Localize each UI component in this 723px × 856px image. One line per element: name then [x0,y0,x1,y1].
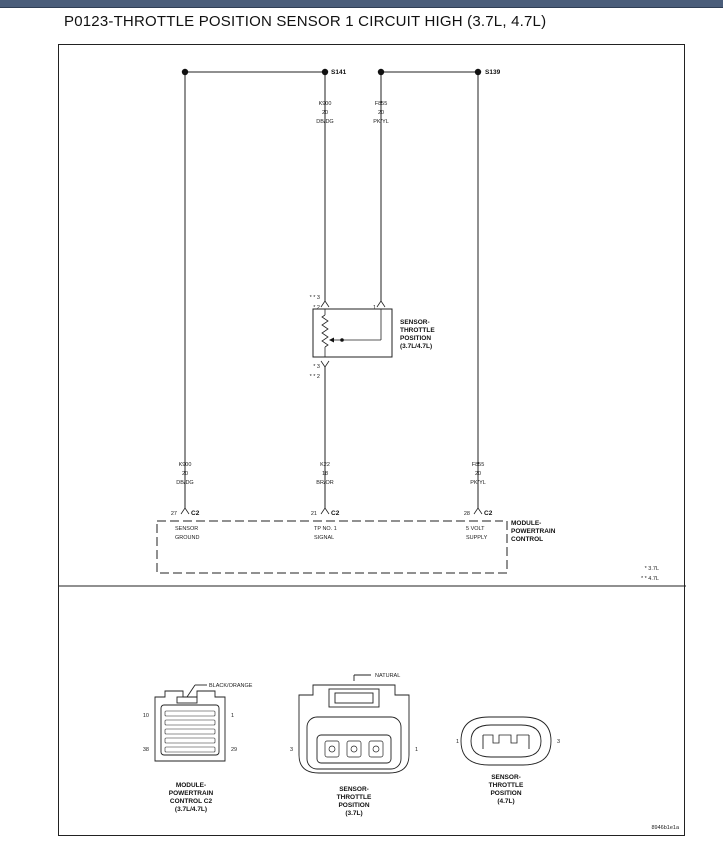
diagram-frame: S141 S139 K900 20 DB/DG F855 20 PK/YL * … [58,44,686,836]
svg-text:38: 38 [143,747,149,753]
svg-text:5 VOLT: 5 VOLT [466,526,485,532]
svg-text:1: 1 [415,747,418,753]
splice-label-s141: S141 [331,69,347,76]
svg-text:20: 20 [475,471,481,477]
svg-text:* 2: * 2 [313,305,320,311]
sensor-pin-labels: * * 3 * 2 1 * 3 * * 2 [310,295,376,380]
svg-text:THROTTLE: THROTTLE [400,327,435,334]
svg-text:POWERTRAIN: POWERTRAIN [511,528,556,535]
svg-text:SENSOR-: SENSOR- [339,786,369,793]
tps-47-connector-view [460,716,552,766]
svg-text:C2: C2 [331,510,340,517]
pcm-c2-callout: BLACK/ORANGE [209,683,253,689]
svg-text:3: 3 [557,739,560,745]
svg-text:1: 1 [373,305,376,311]
svg-text:CONTROL C2: CONTROL C2 [170,798,213,805]
tps-sensor-symbol [312,300,393,368]
splice-dot [377,68,385,76]
svg-text:SENSOR-: SENSOR- [400,319,430,326]
tps-37-connector-view [298,674,410,774]
tps-47-pin-numbers: 1 3 [456,739,560,745]
tps-37-pin-numbers: 3 1 [290,747,418,753]
svg-text:MODULE-: MODULE- [176,782,206,789]
svg-text:GROUND: GROUND [175,535,199,541]
svg-text:THROTTLE: THROTTLE [337,794,372,801]
svg-text:29: 29 [231,747,237,753]
svg-text:SENSOR: SENSOR [175,526,198,532]
top-bus-lines [184,71,479,508]
svg-text:20: 20 [378,110,384,116]
pcm-c2-pin-numbers: 10 1 38 29 [143,713,237,753]
svg-text:C2: C2 [484,510,493,517]
wire-label-f855-top: F855 20 PK/YL [373,101,389,125]
tps-37-label: SENSOR- THROTTLE POSITION (3.7L) [337,786,372,817]
splice-label-s139: S139 [485,69,501,76]
splice-dot-s141 [321,68,329,76]
svg-text:SUPPLY: SUPPLY [466,535,488,541]
svg-text:CONTROL: CONTROL [511,536,543,543]
svg-text:MODULE-: MODULE- [511,520,541,527]
wiring-diagram: S141 S139 K900 20 DB/DG F855 20 PK/YL * … [59,68,686,831]
svg-text:DB/DG: DB/DG [316,119,333,125]
wire-label-k900-bottom: K900 20 DB/DG [176,462,193,486]
wire-label-k22-bottom: K22 18 BR/OR [316,462,333,486]
svg-text:POWERTRAIN: POWERTRAIN [169,790,214,797]
window-title-bar [0,0,723,8]
svg-text:18: 18 [322,471,328,477]
pcm-pin-27: 27 C2 SENSOR GROUND [171,510,200,541]
wire-label-k900-top: K900 20 DB/DG [316,101,333,125]
tps-47-label: SENSOR- THROTTLE POSITION (4.7L) [489,774,524,805]
svg-text:POSITION: POSITION [400,335,431,342]
svg-text:F855: F855 [375,101,388,107]
pcm-module-outline [156,520,508,574]
svg-text:POSITION: POSITION [338,802,369,809]
wire-label-f855-bottom: F855 20 PK/YL [470,462,486,486]
svg-text:K22: K22 [320,462,330,468]
pcm-c2-label: MODULE- POWERTRAIN CONTROL C2 (3.7L/4.7L… [169,782,214,813]
svg-text:K900: K900 [179,462,192,468]
svg-text:TP NO. 1: TP NO. 1 [314,526,337,532]
tps-37-callout: NATURAL [375,673,400,679]
pcm-pin-28: 28 C2 5 VOLT SUPPLY [464,510,493,541]
svg-text:1: 1 [456,739,459,745]
svg-text:(3.7L): (3.7L) [345,810,362,817]
svg-text:C2: C2 [191,510,200,517]
svg-text:27: 27 [171,511,177,517]
svg-text:21: 21 [311,511,317,517]
svg-text:BR/OR: BR/OR [316,480,333,486]
pcm-pin-21: 21 C2 TP NO. 1 SIGNAL [311,510,340,541]
svg-text:PK/YL: PK/YL [470,480,486,486]
figure-id: 8946b1e1a [651,825,679,831]
splice-dot [181,68,189,76]
svg-text:K900: K900 [319,101,332,107]
svg-text:SENSOR-: SENSOR- [491,774,521,781]
svg-text:F855: F855 [472,462,485,468]
svg-text:(4.7L): (4.7L) [497,798,514,805]
svg-text:20: 20 [182,471,188,477]
pcm-label: MODULE- POWERTRAIN CONTROL [511,520,556,543]
svg-text:3: 3 [290,747,293,753]
page-title: P0123-THROTTLE POSITION SENSOR 1 CIRCUIT… [64,13,547,30]
pcm-pin-chevrons [180,507,483,515]
sensor-label: SENSOR- THROTTLE POSITION (3.7L/4.7L) [400,319,435,350]
svg-text:* * 3: * * 3 [310,295,320,301]
svg-text:* 3.7L: * 3.7L [645,566,659,572]
svg-text:SIGNAL: SIGNAL [314,535,334,541]
svg-text:28: 28 [464,511,470,517]
splice-dot-s139 [474,68,482,76]
svg-text:* * 2: * * 2 [310,374,320,380]
svg-text:1: 1 [231,713,234,719]
svg-text:(3.7L/4.7L): (3.7L/4.7L) [175,806,207,813]
svg-text:* 3: * 3 [313,364,320,370]
svg-text:THROTTLE: THROTTLE [489,782,524,789]
svg-text:POSITION: POSITION [490,790,521,797]
svg-text:10: 10 [143,713,149,719]
svg-text:DB/DG: DB/DG [176,480,193,486]
svg-text:20: 20 [322,110,328,116]
svg-text:* * 4.7L: * * 4.7L [641,576,659,582]
svg-text:(3.7L/4.7L): (3.7L/4.7L) [400,343,432,350]
pcm-c2-connector-view [154,684,226,762]
engine-legend: * 3.7L * * 4.7L [641,566,659,582]
svg-text:PK/YL: PK/YL [373,119,389,125]
